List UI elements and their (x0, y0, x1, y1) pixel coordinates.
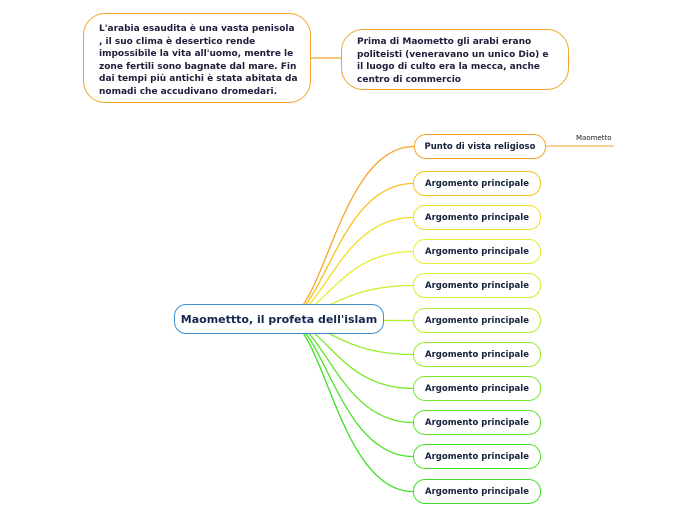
branch-topic[interactable]: Argomento principale (413, 479, 541, 504)
branch-topic[interactable]: Argomento principale (413, 444, 541, 469)
branch-topic[interactable]: Argomento principale (413, 239, 541, 264)
branch-connector (283, 145, 415, 320)
branch-topic[interactable]: Argomento principale (413, 342, 541, 367)
note-religion: Prima di Maometto gli arabi erano polite… (341, 29, 569, 90)
branch-connector (283, 318, 414, 493)
branch-topic[interactable]: Punto di vista religioso (414, 134, 546, 159)
branch-topic[interactable]: Argomento principale (413, 205, 541, 230)
subtopic-label[interactable]: Maometto (576, 134, 612, 142)
branch-topic[interactable]: Argomento principale (413, 273, 541, 298)
central-topic[interactable]: Maomettto, il profeta dell'islam (174, 304, 384, 334)
note-geography: L'arabia esaudita è una vasta penisola ,… (83, 13, 311, 103)
branch-topic[interactable]: Argomento principale (413, 376, 541, 401)
branch-topic[interactable]: Argomento principale (413, 308, 541, 333)
branch-topic[interactable]: Argomento principale (413, 410, 541, 435)
branch-topic[interactable]: Argomento principale (413, 171, 541, 196)
